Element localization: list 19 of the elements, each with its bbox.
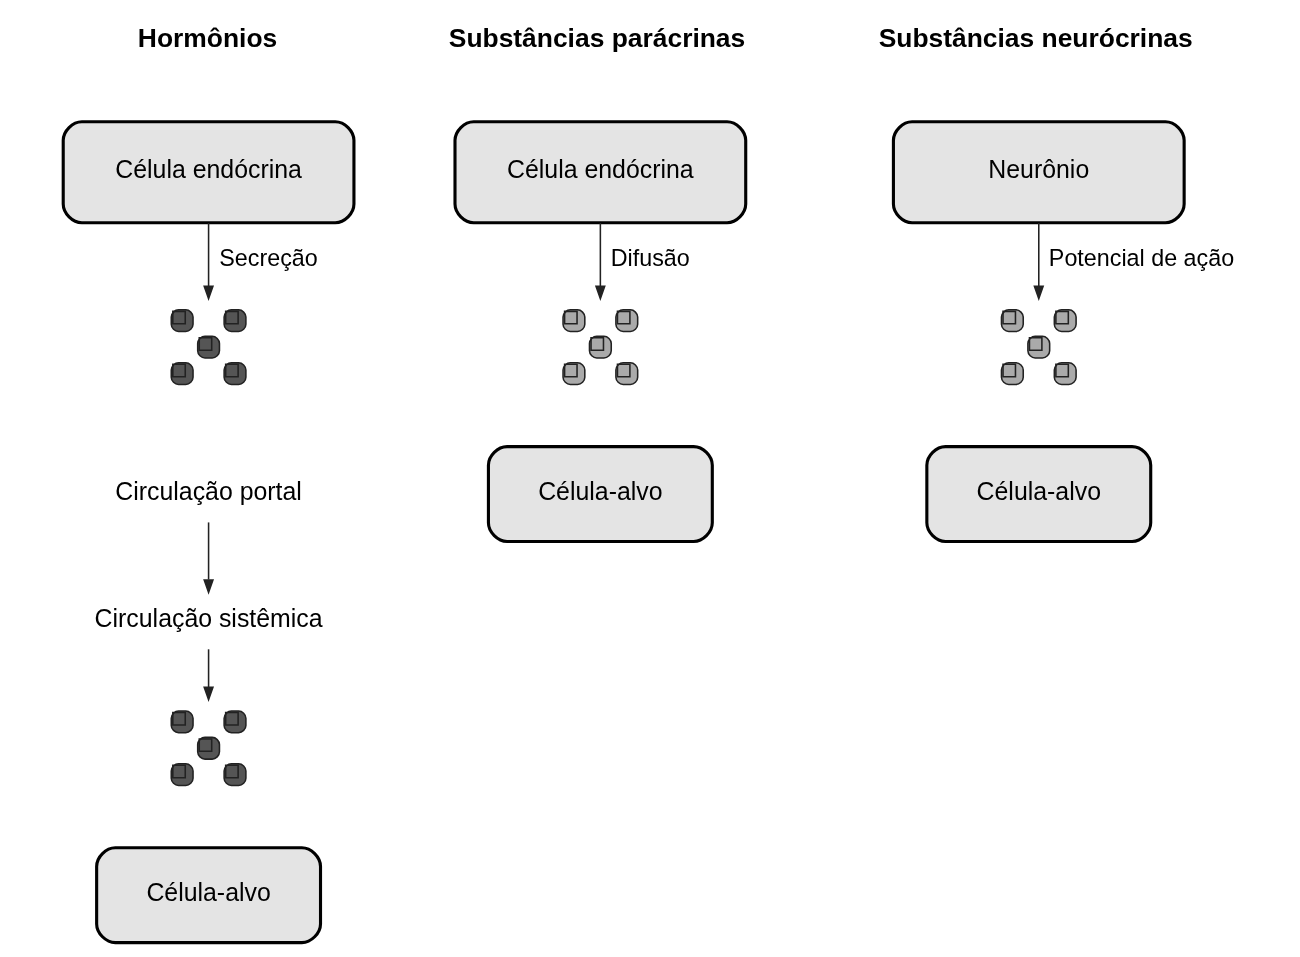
node-text: Circulação sistêmica bbox=[94, 603, 323, 632]
edge-label: Secreção bbox=[218, 245, 318, 272]
edge-label: Difusão bbox=[610, 245, 690, 272]
node-box: Célula-alvo bbox=[924, 445, 1152, 543]
arrow bbox=[202, 648, 214, 702]
node-box: Célula-alvo bbox=[486, 445, 714, 543]
arrow bbox=[1032, 222, 1044, 302]
label: Substâncias parácrinas bbox=[448, 23, 745, 54]
node-box: Célula-alvo bbox=[94, 846, 322, 945]
edge-label: Potencial de ação bbox=[1048, 245, 1234, 272]
label: Substâncias neurócrinas bbox=[878, 23, 1193, 54]
node-box: Célula endócrina bbox=[61, 120, 355, 225]
node-box: Célula endócrina bbox=[452, 120, 747, 225]
arrow bbox=[594, 222, 606, 302]
label: Hormônios bbox=[137, 23, 277, 54]
arrow bbox=[202, 521, 214, 595]
node-box: Neurônio bbox=[891, 120, 1186, 225]
node-text: Circulação portal bbox=[114, 476, 302, 505]
arrow bbox=[202, 222, 214, 302]
